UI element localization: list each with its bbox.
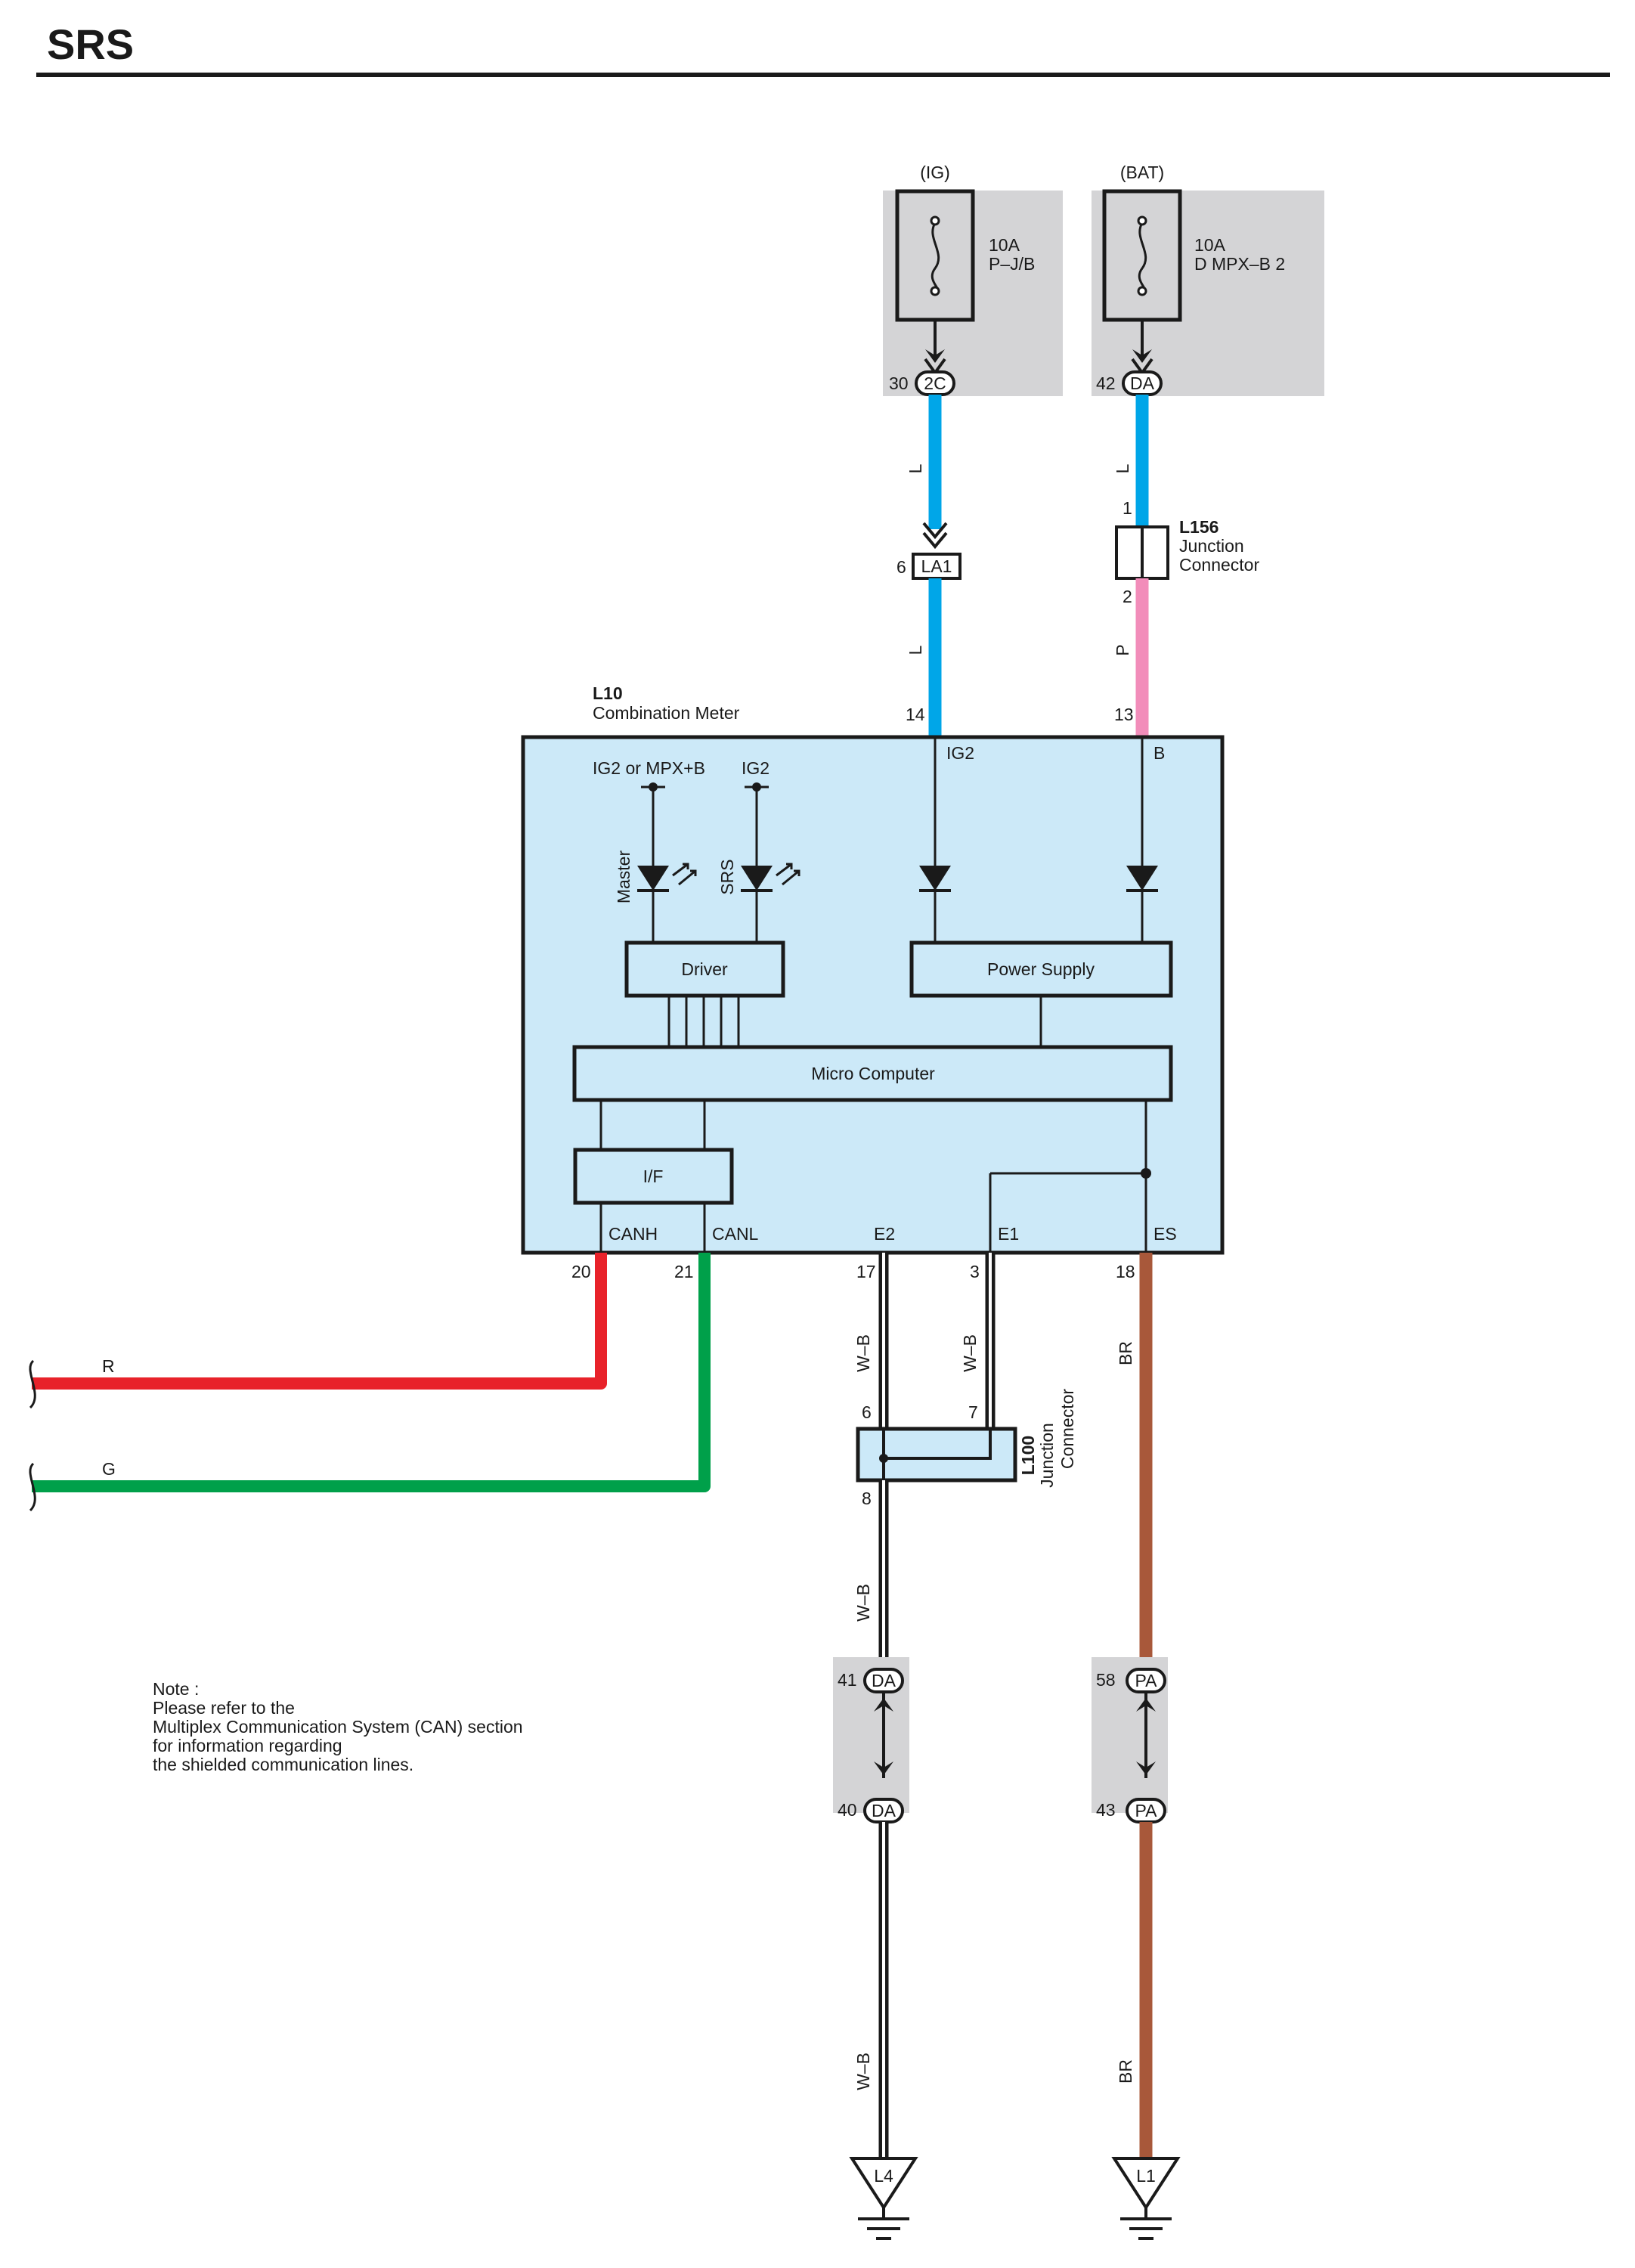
ground-l1-icon xyxy=(1111,2157,1181,2211)
fuse-ig-source: (IG) xyxy=(920,163,950,182)
fuse-bat-name: D MPX–B 2 xyxy=(1194,254,1285,274)
meter-term-b: B xyxy=(1153,743,1165,763)
meter-pin-ig2: 14 xyxy=(906,705,925,724)
connector-da-bat-label: DA xyxy=(1130,373,1155,393)
wire-label-wb-mid: W–B xyxy=(853,1584,873,1622)
meter-pin-canh: 20 xyxy=(571,1262,591,1281)
meter-pin-e2: 17 xyxy=(856,1262,876,1281)
connector-pa-upper-label: PA xyxy=(1135,1671,1158,1690)
connector-la1-pin: 6 xyxy=(896,557,906,577)
l156-pin-out: 2 xyxy=(1123,587,1132,606)
l100-pin-a: 6 xyxy=(862,1402,872,1422)
wire-label-g: G xyxy=(102,1459,116,1479)
power-supply-label: Power Supply xyxy=(987,959,1095,979)
lamp-srs-label: SRS xyxy=(717,859,737,894)
micro-computer-block xyxy=(572,1045,1173,1102)
wire-label-wb-low: W–B xyxy=(853,2053,873,2090)
l156-name-1: Junction xyxy=(1179,536,1244,556)
interface-block xyxy=(573,1148,734,1205)
connector-da-upper-label: DA xyxy=(872,1671,896,1690)
l100-pin-b: 7 xyxy=(968,1402,978,1422)
lamp-master-label: Master xyxy=(614,850,633,904)
page-title: SRS xyxy=(47,20,134,68)
l100-name-2: Connector xyxy=(1057,1389,1077,1469)
meter-pin-canl: 21 xyxy=(674,1262,694,1281)
wire-wb-e1 xyxy=(985,1253,996,1429)
fuse-ig-name: P–J/B xyxy=(989,254,1035,274)
meter-term-e1: E1 xyxy=(998,1224,1019,1244)
l100-name-1: Junction xyxy=(1037,1423,1057,1488)
meter-term-es: ES xyxy=(1153,1224,1177,1244)
note-line-2: Please refer to the xyxy=(153,1698,295,1718)
driver-label: Driver xyxy=(681,959,728,979)
connector-2c-label: 2C xyxy=(924,373,946,393)
fuse-ig-rating: 10A xyxy=(989,235,1020,255)
meter-term-e2: E2 xyxy=(874,1224,895,1244)
connector-la1-label: LA1 xyxy=(921,556,952,576)
fuse-bat-source: (BAT) xyxy=(1120,163,1164,182)
note-line-1: Note : xyxy=(153,1679,199,1699)
micro-computer-label: Micro Computer xyxy=(811,1064,935,1083)
wire-label-p: P xyxy=(1113,644,1132,655)
wire-label-br-upper: BR xyxy=(1116,1341,1135,1365)
wire-r-canh xyxy=(32,1253,607,1390)
l100-code: L100 xyxy=(1018,1436,1038,1475)
fuse-bat-pin: 42 xyxy=(1096,373,1116,393)
interface-label: I/F xyxy=(643,1167,664,1186)
ground-l1-label: L1 xyxy=(1136,2166,1156,2186)
wire-wb-mid xyxy=(878,1480,889,1669)
l156-pin-in: 1 xyxy=(1123,498,1132,518)
wire-label-wb-e2: W–B xyxy=(853,1334,873,1372)
note-line-3: Multiplex Communication System (CAN) sec… xyxy=(153,1717,523,1737)
lamp-supply-master: IG2 or MPX+B xyxy=(593,758,705,778)
connector-pa-upper-pin: 58 xyxy=(1096,1670,1116,1690)
meter-term-ig2: IG2 xyxy=(946,743,974,763)
meter-pin-b: 13 xyxy=(1114,705,1134,724)
wire-label-l-lower: L xyxy=(906,645,925,655)
meter-name: Combination Meter xyxy=(593,703,740,723)
wire-r-break-icon xyxy=(29,1359,36,1409)
connector-pa-lower-label: PA xyxy=(1135,1801,1158,1820)
wire-wb-e2 xyxy=(878,1253,889,1429)
wire-label-l-bat: L xyxy=(1113,463,1132,473)
lamp-supply-srs: IG2 xyxy=(742,758,770,778)
wire-wb-low xyxy=(878,1822,889,2158)
connector-da-upper-pin: 41 xyxy=(838,1670,857,1690)
connector-da-lower-label: DA xyxy=(872,1801,896,1820)
fuse-bat-panel xyxy=(1092,191,1324,396)
ground-l4-label: L4 xyxy=(874,2166,893,2186)
srs-led-icon xyxy=(741,866,773,891)
ground-l4-icon xyxy=(849,2157,918,2211)
meter-term-canh: CANH xyxy=(608,1224,658,1244)
wire-g-canl xyxy=(32,1253,711,1492)
wire-g-break-icon xyxy=(29,1462,36,1512)
wire-label-r: R xyxy=(102,1356,115,1376)
meter-pin-es: 18 xyxy=(1116,1262,1135,1281)
note-line-5: the shielded communication lines. xyxy=(153,1755,413,1774)
fuse-bat-rating: 10A xyxy=(1194,235,1226,255)
master-led-icon xyxy=(637,866,669,891)
meter-term-canl: CANL xyxy=(712,1224,759,1244)
connector-da-lower-pin: 40 xyxy=(838,1800,857,1820)
b-diode-icon xyxy=(1126,866,1158,891)
l156-name-2: Connector xyxy=(1179,555,1259,575)
connector-pa-lower-pin: 43 xyxy=(1096,1800,1116,1820)
ig2-diode-icon xyxy=(919,866,951,891)
fuse-ig-pin: 30 xyxy=(889,373,909,393)
wire-label-br-lower: BR xyxy=(1116,2059,1135,2084)
wire-label-l-upper: L xyxy=(906,463,925,473)
wire-label-wb-e1: W–B xyxy=(960,1334,980,1372)
meter-code: L10 xyxy=(593,683,623,703)
meter-pin-e1: 3 xyxy=(970,1262,980,1281)
l156-code: L156 xyxy=(1179,517,1219,537)
note-line-4: for information regarding xyxy=(153,1736,342,1755)
l100-pin-out: 8 xyxy=(862,1489,872,1508)
